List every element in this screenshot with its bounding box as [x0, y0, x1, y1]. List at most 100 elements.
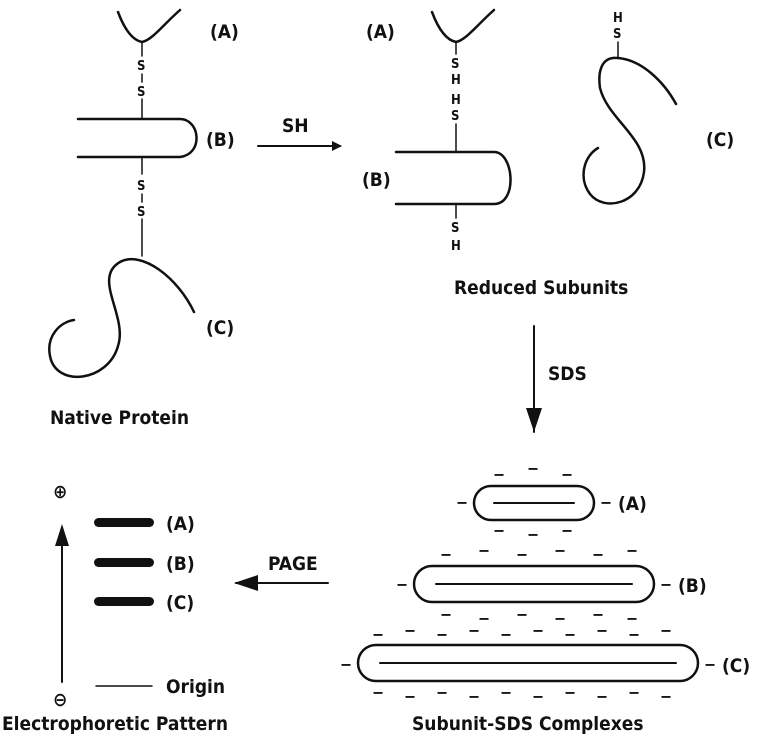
- charge: −: [527, 525, 539, 544]
- complex-b-outline: [412, 564, 656, 604]
- charge: −: [340, 655, 352, 674]
- reduced-label-c: (C): [706, 129, 734, 151]
- charge: −: [660, 687, 672, 706]
- charge: −: [561, 521, 573, 540]
- native-s3: S: [137, 179, 145, 194]
- charge: −: [660, 621, 672, 640]
- charge: −: [626, 609, 638, 628]
- charge: −: [628, 625, 640, 644]
- charge: −: [372, 625, 384, 644]
- page-arrowhead: [234, 575, 258, 591]
- charge: −: [527, 459, 539, 478]
- page-arrow: PAGE: [234, 553, 329, 591]
- charge: −: [500, 683, 512, 702]
- complex-c-charges: − − − − − − − − − − − − − − − − − − − − …: [340, 621, 716, 706]
- charge: −: [516, 545, 528, 564]
- reduced-b-h-bottom: H: [451, 239, 461, 254]
- charge: −: [404, 621, 416, 640]
- anode-icon: ⊕: [53, 481, 67, 503]
- complex-label-a: (A): [618, 493, 647, 515]
- cathode-icon: ⊖: [53, 689, 67, 711]
- charge: −: [564, 625, 576, 644]
- origin-label: Origin: [166, 676, 225, 698]
- band-label-a: (A): [166, 513, 195, 535]
- native-label-c: (C): [206, 317, 234, 339]
- charge: −: [500, 625, 512, 644]
- charge: −: [396, 575, 408, 594]
- band-c: [94, 597, 154, 606]
- complex-b-charges: − − − − − − − − − − − − − −: [396, 541, 672, 628]
- band-a: [94, 518, 154, 527]
- electrophoretic-pattern-caption: Electrophoretic Pattern: [2, 713, 228, 735]
- charge: −: [564, 683, 576, 702]
- charge: −: [456, 493, 468, 512]
- native-s2: S: [137, 85, 145, 100]
- reduced-chain-a: [430, 8, 496, 44]
- charge: −: [704, 655, 716, 674]
- complex-label-c: (C): [722, 655, 750, 677]
- reduced-c-h: H: [613, 11, 623, 26]
- reduced-b-h-top: H: [451, 93, 461, 108]
- reduction-arrow-label: SH: [282, 115, 309, 137]
- native-label-a: (A): [210, 21, 239, 43]
- charge: −: [404, 687, 416, 706]
- charge: −: [478, 609, 490, 628]
- complex-a-charges: − − − − − − − −: [456, 459, 612, 544]
- reduced-c-s: S: [613, 27, 621, 42]
- native-s1: S: [137, 59, 145, 74]
- native-chain-c: [48, 257, 196, 379]
- band-b: [94, 558, 154, 567]
- sds-arrow-label: SDS: [548, 363, 587, 385]
- charge: −: [493, 521, 505, 540]
- migration-arrowhead: [55, 524, 69, 546]
- charge: −: [626, 541, 638, 560]
- native-protein: S S S S (A) (B) (C) Native Protein: [48, 8, 239, 429]
- charge: −: [592, 605, 604, 624]
- charge: −: [440, 605, 452, 624]
- reduced-b-s-top: S: [451, 109, 459, 124]
- sds-complexes-caption: Subunit-SDS Complexes: [412, 713, 644, 735]
- reduced-subunits-caption: Reduced Subunits: [454, 277, 628, 299]
- charge: −: [596, 687, 608, 706]
- charge: −: [532, 621, 544, 640]
- native-protein-caption: Native Protein: [50, 407, 189, 429]
- sds-arrowhead: [526, 408, 542, 432]
- sds-arrow: SDS: [526, 325, 587, 433]
- band-label-b: (B): [166, 553, 195, 575]
- reduced-label-b: (B): [362, 169, 391, 191]
- charge: −: [372, 683, 384, 702]
- charge: −: [478, 541, 490, 560]
- native-s4: S: [137, 205, 145, 220]
- reduced-chain-b: [394, 150, 512, 206]
- native-label-b: (B): [206, 129, 235, 151]
- sds-complexes: − − − − − − − − (A) − − − − − − − − − − …: [340, 459, 750, 735]
- electrophoretic-pattern: ⊕ ⊖ (A) (B) (C) Origin Electrophoretic P…: [2, 481, 228, 735]
- native-chain-b: [76, 117, 198, 159]
- charge: −: [660, 575, 672, 594]
- charge: −: [440, 545, 452, 564]
- reduced-chain-c: [582, 56, 678, 205]
- charge: −: [554, 541, 566, 560]
- charge: −: [468, 687, 480, 706]
- charge: −: [561, 465, 573, 484]
- reduced-label-a: (A): [366, 21, 395, 43]
- charge: −: [592, 545, 604, 564]
- charge: −: [628, 683, 640, 702]
- reduction-arrow: SH: [257, 115, 342, 151]
- page-arrow-label: PAGE: [268, 553, 318, 575]
- native-chain-a: [116, 8, 182, 44]
- reduced-a-s: S: [451, 57, 459, 72]
- charge: −: [468, 621, 480, 640]
- charge: −: [493, 465, 505, 484]
- charge: −: [600, 493, 612, 512]
- complex-c-outline: [356, 643, 700, 683]
- complex-a-outline: [472, 484, 596, 522]
- charge: −: [436, 683, 448, 702]
- reduced-subunits: S H H S S H H S (A) (B) (C) Reduced Subu…: [362, 8, 734, 299]
- charge: −: [436, 625, 448, 644]
- reduced-a-h: H: [451, 73, 461, 88]
- charge: −: [554, 609, 566, 628]
- charge: −: [532, 687, 544, 706]
- complex-label-b: (B): [678, 575, 707, 597]
